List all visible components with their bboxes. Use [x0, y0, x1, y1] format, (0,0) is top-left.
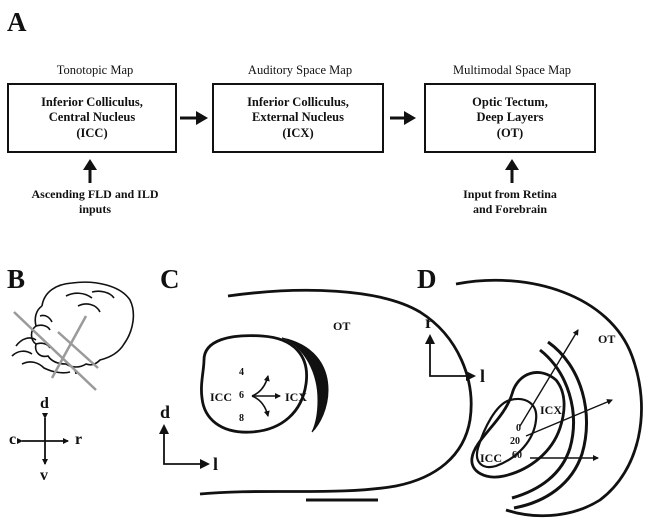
- panel-d-ot-label: OT: [598, 333, 615, 345]
- compass-cross: [22, 418, 68, 464]
- input-arrow-2: [505, 159, 519, 183]
- panel-d-axis-l: l: [480, 367, 485, 385]
- panel-c-letter: C: [160, 266, 180, 293]
- compass-up-label: d: [40, 396, 49, 412]
- panel-c-axis-d: d: [160, 403, 170, 421]
- panel-c-icc-label: ICC: [210, 391, 232, 403]
- panel-d-icx-label: ICX: [540, 404, 562, 416]
- panel-d-letter: D: [417, 266, 437, 293]
- panel-d-angle-0: 0: [516, 424, 521, 434]
- panel-b-letter: B: [7, 266, 25, 293]
- panel-c-freq-4: 4: [239, 368, 244, 378]
- panel-c-axes: [159, 424, 210, 469]
- compass-right-label: r: [75, 432, 82, 448]
- panel-d-icx-bands: [512, 342, 587, 508]
- compass-down-label: v: [40, 468, 48, 484]
- flow-arrow-1: [180, 111, 208, 125]
- compass-left-label: c: [9, 432, 16, 448]
- panel-c-axis-l: l: [213, 455, 218, 473]
- panel-d-icc-label: ICC: [480, 452, 502, 464]
- panel-d-axis-r: r: [425, 313, 433, 331]
- panel-c-icc-region: [201, 336, 306, 433]
- panel-c-freq-8: 8: [239, 414, 244, 424]
- flow-arrow-2: [390, 111, 416, 125]
- input-arrow-1: [83, 159, 97, 183]
- panel-c-fan-arrows: [252, 376, 280, 416]
- panel-c-ot-label: OT: [333, 320, 350, 332]
- panel-d-angle-60: 60: [512, 451, 522, 461]
- panel-d-angle-20: 20: [510, 437, 520, 447]
- panel-c-icx-label: ICX: [285, 391, 307, 403]
- panel-d-projection-arrows: [520, 330, 612, 458]
- panel-c-freq-6: 6: [239, 391, 244, 401]
